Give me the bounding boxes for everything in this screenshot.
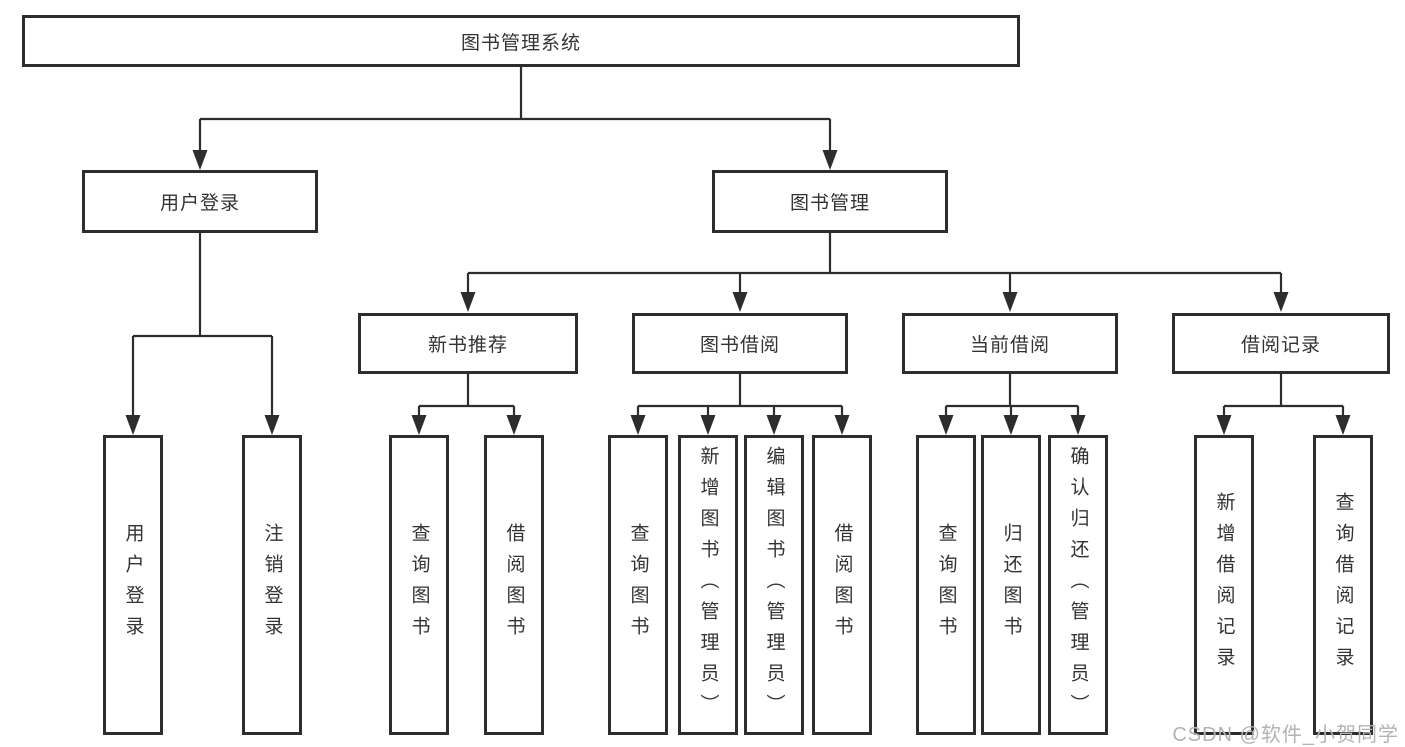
node-new-book-recommend: 新书推荐: [358, 313, 578, 374]
node-current-borrow: 当前借阅: [902, 313, 1118, 374]
leaf-user-login-label: 用户登录: [122, 523, 144, 647]
leaf-add-book-admin-label: 新增图书（管理员）: [697, 445, 719, 725]
node-book-borrow-label: 图书借阅: [699, 335, 780, 356]
arrowhead-icons: [125, 150, 1351, 435]
node-root-label: 图书管理系统: [460, 32, 581, 54]
leaf-borrow-book: 借阅图书: [812, 435, 872, 735]
leaf-logout-label: 注销登录: [261, 523, 283, 647]
leaf-query-book-current-label: 查询图书: [935, 523, 957, 647]
node-user-login-label: 用户登录: [159, 193, 240, 214]
node-root: 图书管理系统: [22, 15, 1020, 67]
node-current-borrow-label: 当前借阅: [969, 335, 1050, 356]
leaf-query-book-borrow-label: 查询图书: [627, 523, 649, 647]
node-borrow-records: 借阅记录: [1172, 313, 1390, 374]
leaf-borrow-book-recommend: 借阅图书: [484, 435, 544, 735]
leaf-borrow-book-recommend-label: 借阅图书: [503, 523, 525, 647]
csdn-watermark: CSDN @软件_小贺同学: [1172, 724, 1399, 746]
node-user-login: 用户登录: [82, 170, 318, 233]
leaf-confirm-return-admin-label: 确认归还（管理员）: [1067, 445, 1089, 725]
leaf-confirm-return-admin: 确认归还（管理员）: [1048, 435, 1108, 735]
node-book-management: 图书管理: [712, 170, 948, 233]
leaf-edit-book-admin: 编辑图书（管理员）: [744, 435, 804, 735]
leaf-add-book-admin: 新增图书（管理员）: [678, 435, 738, 735]
leaf-edit-book-admin-label: 编辑图书（管理员）: [763, 445, 785, 725]
leaf-query-book-borrow: 查询图书: [608, 435, 668, 735]
leaf-query-borrow-record-label: 查询借阅记录: [1332, 492, 1354, 678]
node-book-borrow: 图书借阅: [632, 313, 848, 374]
node-borrow-records-label: 借阅记录: [1240, 335, 1321, 356]
leaf-return-book-label: 归还图书: [1000, 523, 1022, 647]
leaf-logout: 注销登录: [242, 435, 302, 735]
leaf-borrow-book-label: 借阅图书: [831, 523, 853, 647]
leaf-query-book-recommend: 查询图书: [389, 435, 449, 735]
leaf-add-borrow-record: 新增借阅记录: [1194, 435, 1254, 735]
leaf-query-book-recommend-label: 查询图书: [408, 523, 430, 647]
leaf-user-login: 用户登录: [103, 435, 163, 735]
node-new-book-recommend-label: 新书推荐: [427, 335, 508, 356]
leaf-query-book-current: 查询图书: [916, 435, 976, 735]
leaf-add-borrow-record-label: 新增借阅记录: [1213, 492, 1235, 678]
leaf-query-borrow-record: 查询借阅记录: [1313, 435, 1373, 735]
leaf-return-book: 归还图书: [981, 435, 1041, 735]
node-book-management-label: 图书管理: [789, 193, 870, 214]
